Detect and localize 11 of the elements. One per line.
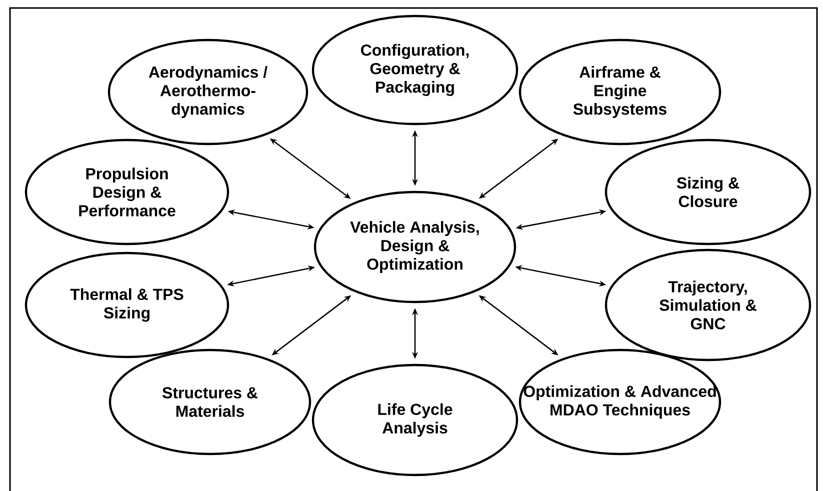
ellipse-node: Configuration, Geometry & Packaging (312, 14, 518, 126)
ellipse-node: Trajectory, Simulation & GNC (604, 248, 812, 362)
ellipse-node: Propulsion Design & Performance (24, 138, 230, 246)
ellipse-node: Sizing & Closure (604, 138, 812, 246)
ellipse-node: Vehicle Analysis, Design & Optimization (314, 190, 516, 304)
ellipse-node: Thermal & TPS Sizing (24, 252, 230, 358)
ellipse-node: Airframe & Engine Subsystems (518, 38, 722, 146)
ellipse-node: Life Cycle Analysis (312, 364, 518, 476)
ellipse-node: Optimization & Advanced MDAO Techniques (518, 348, 722, 456)
ellipse-node: Aerodynamics / Aerothermo-dynamics (108, 38, 308, 146)
ellipse-node: Structures & Materials (108, 348, 312, 456)
